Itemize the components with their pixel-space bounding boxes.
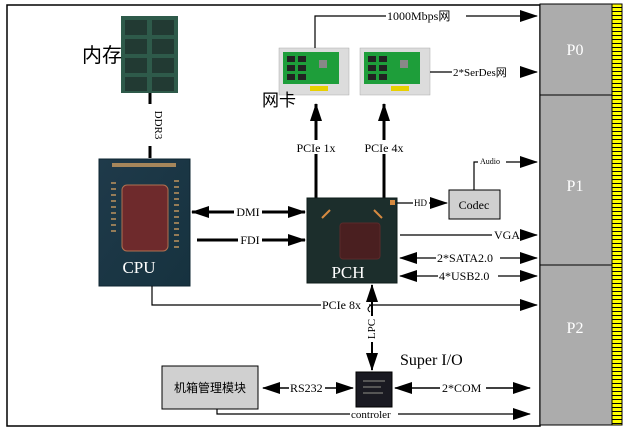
hd-label: HD xyxy=(414,198,427,208)
lpc-label: LPC xyxy=(366,319,378,339)
audio-link xyxy=(473,156,538,190)
sata-label: 2*SATA2.0 xyxy=(437,251,493,265)
network-card-2-icon xyxy=(359,47,431,96)
connector-panel: P0 P1 P2 xyxy=(539,3,623,426)
connector-p0-label: P0 xyxy=(567,42,584,59)
codec-box xyxy=(448,189,501,220)
net1000-label: 1000Mbps网 xyxy=(387,9,450,23)
superio-label: Super I/O xyxy=(400,352,463,369)
memory-label: 内存 xyxy=(82,44,122,67)
pch-chip-icon xyxy=(306,197,398,284)
superio-chip-icon xyxy=(355,371,393,408)
connector-p1-label: P1 xyxy=(567,178,584,195)
ddr3-label: DDR3 xyxy=(152,111,164,140)
connector-pins xyxy=(611,3,623,426)
connector-p2 xyxy=(539,264,613,426)
nic-label: 网卡 xyxy=(262,91,296,110)
controler-label: controler xyxy=(351,409,391,421)
network-card-1-icon xyxy=(278,47,350,96)
dmi-label: DMI xyxy=(236,205,259,219)
pch-label: PCH xyxy=(331,263,364,282)
connector-p2-label: P2 xyxy=(567,320,584,337)
cpu-label: CPU xyxy=(122,258,155,277)
usb-label: 4*USB2.0 xyxy=(439,269,489,283)
chassis-module-label: 机箱管理模块 xyxy=(174,380,246,395)
fdi-label: FDI xyxy=(240,233,259,247)
cpu-chip-icon xyxy=(98,158,191,287)
pcie4x-label: PCIe 4x xyxy=(365,141,404,155)
com-label: 2*COM xyxy=(442,381,482,395)
pcie1x-label: PCIe 1x xyxy=(297,141,336,155)
rs232-label: RS232 xyxy=(290,381,323,395)
memory-module-icon xyxy=(121,16,178,93)
serdes-label: 2*SerDes网 xyxy=(453,67,507,79)
pcie8x-label: PCIe 8x xyxy=(322,298,361,312)
codec-label: Codec xyxy=(459,198,490,212)
audio-label: Audio xyxy=(480,157,500,166)
chassis-module-box xyxy=(161,365,259,410)
vga-label: VGA xyxy=(494,228,520,242)
controler-link xyxy=(216,408,531,420)
pcie8x-link xyxy=(151,286,538,311)
connector-p1 xyxy=(539,94,613,266)
